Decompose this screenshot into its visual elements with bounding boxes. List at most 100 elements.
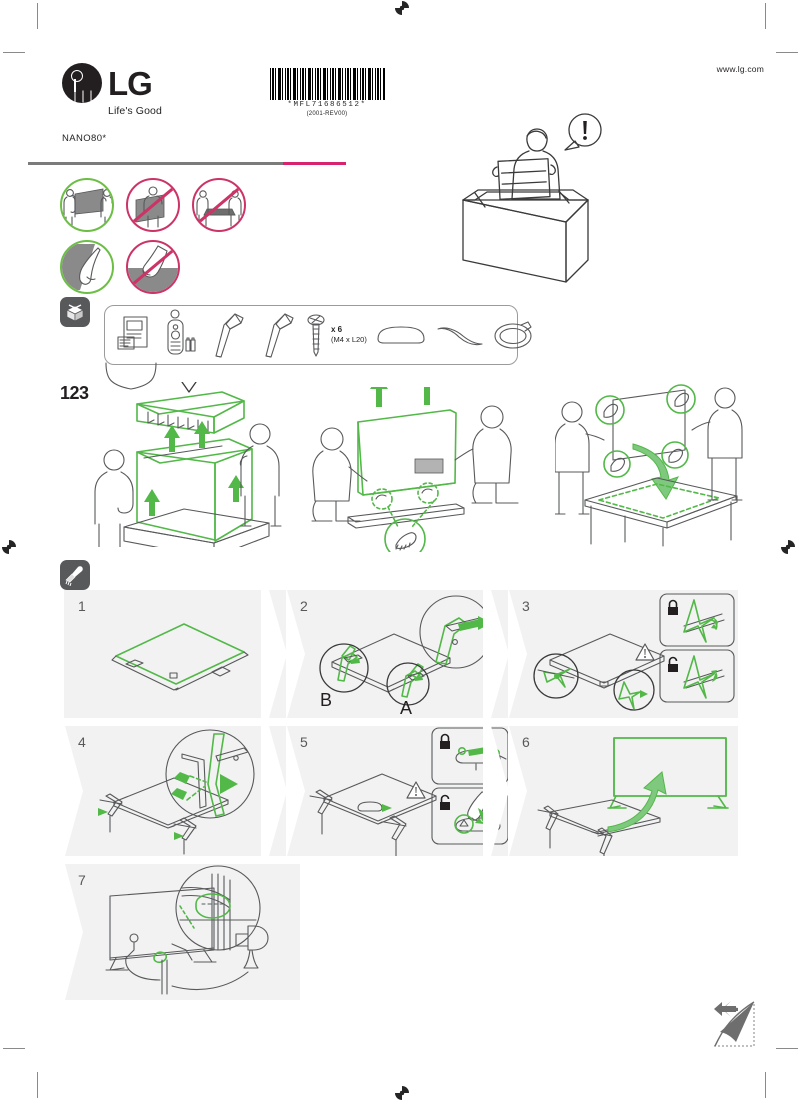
lock-closed-icon [668,599,678,615]
step-number: 5 [300,734,308,750]
assembly-step-1: 1 [64,590,286,718]
handling-icon-touch-screen-forbidden [126,240,180,294]
unpacking-read-manual-illustration [455,105,655,285]
step1-art [111,623,249,691]
step-chevron [261,726,286,856]
barcode-revision: (2001-REV00) [306,111,348,117]
accessories-connector [105,362,157,390]
registration-mark-right [781,540,795,554]
step-chevron-left [64,864,83,1000]
accessory-stand-leg-left [205,310,249,360]
assembly-step-5: 5 [286,726,508,856]
barcode: *MFL71686512* (2001-REV00) [268,68,386,117]
cable-holder-icon [437,327,483,346]
registration-mark-left [2,540,16,554]
step-number: 7 [78,872,86,888]
remote-control-icon [167,309,196,355]
step-chevron [483,590,508,718]
accessory-cable-tie [491,317,537,353]
step-number: 6 [522,734,530,750]
crop-line-left-top [3,52,25,53]
registration-mark-top [395,1,409,15]
stand-leg-icon [265,313,294,358]
carry-two-people-art [63,188,112,227]
box-reader-art [462,113,602,283]
assembly-step-7: 7 [64,864,300,1000]
step-chevron-left [286,726,305,856]
step-chevron-left [64,726,83,856]
step-chevron-left [286,590,305,718]
step-number: 1 [78,598,86,614]
unbox-panel-place-on-table [555,384,743,547]
assembly-step-6: 6 [508,726,738,856]
step-chevron [261,590,286,718]
step5-art [309,727,508,856]
lg-symbol-icon [62,63,102,103]
step6-art [537,737,729,856]
stand-leg-icon [215,313,244,358]
lock-open-icon [668,656,678,672]
user-manual-icon [117,316,148,350]
barcode-bars [269,68,385,100]
crop-line-top-left [37,3,38,29]
accessory-cable-holder [435,322,485,348]
assembly-step-2: 2 B [286,590,508,718]
warning-triangle-icon [635,643,655,661]
step4-art [98,729,255,855]
hold-frame-art [62,244,101,290]
step-number: 2 [300,598,308,614]
warning-triangle-icon [406,781,426,799]
handling-icons-group [60,178,246,302]
step7-art [105,865,269,995]
accessory-remote-control [161,309,199,361]
screw-spec: (M4 x L20) [331,335,367,345]
screw-label-group: x 6 (M4 x L20) [331,325,367,344]
header-divider-accent [283,162,346,165]
screwdriver-icon [65,566,83,586]
accessory-stand-cover-plate [373,321,429,349]
assembly-badge [60,560,90,590]
page-turn-indicator [708,996,760,1050]
accessory-screws: x 6 (M4 x L20) [305,312,367,358]
step2-label-a: A [400,698,412,718]
crop-line-right-top [776,52,798,53]
unbox-panel-remove-foam [94,382,282,547]
barcode-number: *MFL71686512* [287,101,367,109]
handling-icon-carry-one-person-forbidden [126,178,180,232]
step-chevron-left [508,726,527,856]
handling-icon-carry-two-people-ok [60,178,114,232]
crop-line-top-right [765,3,766,29]
crop-line-left-bottom [3,1048,25,1049]
cover-plate-icon [377,326,425,344]
step-chevron [483,726,508,856]
crop-line-bottom-right [765,1072,766,1098]
accessories-badge [60,297,90,327]
lg-tagline: Life's Good [108,105,162,117]
cable-tie-icon [494,321,532,349]
handling-icon-hold-frame-ok [60,240,114,294]
handling-icon-lay-screen-down-forbidden [192,178,246,232]
unboxing-illustrations [60,382,760,552]
step2-art: B A [319,595,493,718]
accessory-user-manual [115,312,155,358]
unbox-panel-lift-tv [311,387,519,552]
screw-icon [307,314,325,357]
step-number: 4 [78,734,86,750]
crop-line-bottom-left [37,1072,38,1098]
website-url: www.lg.com [716,64,764,74]
accessories-panel: x 6 (M4 x L20) [104,305,532,365]
step-number: 3 [522,598,530,614]
assembly-step-4: 4 [64,726,286,856]
lock-open-icon [440,794,450,810]
crop-line-right-bottom [776,1048,798,1049]
step2-label-b: B [320,690,332,710]
lg-wordmark: LG [108,64,153,102]
unboxing-step-label: 123 [60,383,89,403]
registration-mark-bottom [395,1086,409,1100]
model-code: NANO80* [62,133,107,144]
screw-count: x 6 [331,325,343,335]
step-chevron-left [508,590,527,718]
page-turn-icon [714,1001,755,1047]
lock-closed-icon [440,733,450,749]
